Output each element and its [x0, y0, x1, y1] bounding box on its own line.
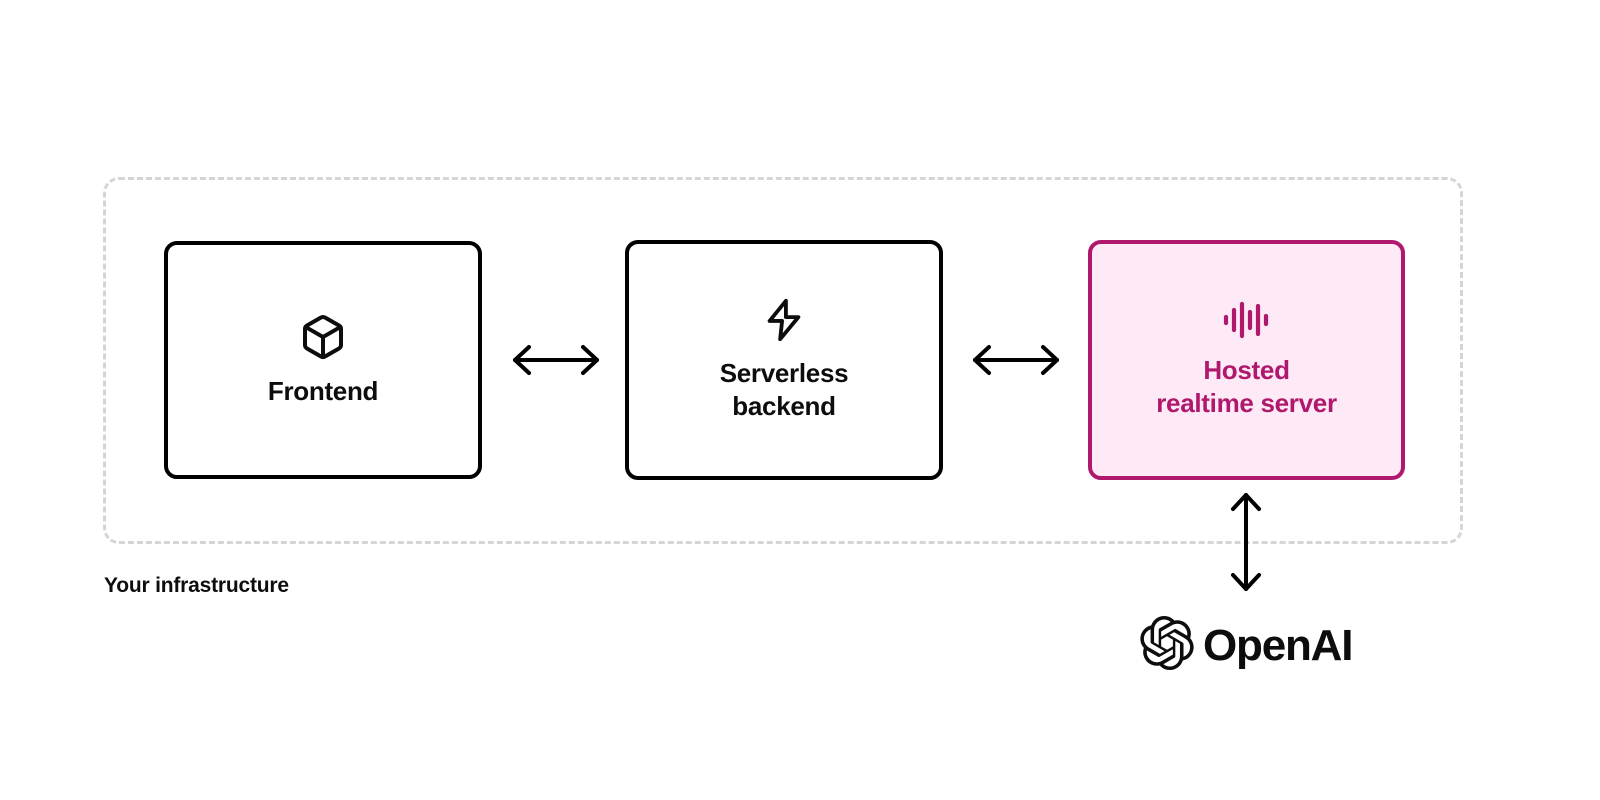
connector-hosted-openai-arrow — [1222, 488, 1270, 596]
zap-icon — [761, 297, 807, 343]
openai-blossom-icon — [1140, 616, 1194, 675]
infrastructure-boundary-label: Your infrastructure — [104, 574, 289, 597]
node-hosted-realtime-server-label: Hosted realtime server — [1156, 355, 1337, 418]
node-hosted-realtime-server[interactable]: Hosted realtime server — [1088, 240, 1405, 480]
openai-wordmark: OpenAI — [1203, 620, 1353, 670]
connector-backend-hosted-arrow — [968, 338, 1064, 382]
audio-waveform-icon — [1222, 300, 1272, 340]
node-serverless-backend-label: Serverless backend — [719, 358, 849, 421]
connector-frontend-backend-arrow — [508, 338, 604, 382]
openai-lockup: OpenAI — [1140, 616, 1353, 675]
node-frontend[interactable]: Frontend — [164, 241, 482, 479]
box-icon — [299, 313, 347, 361]
node-serverless-backend[interactable]: Serverless backend — [625, 240, 943, 480]
node-frontend-label: Frontend — [267, 375, 379, 406]
infrastructure-boundary — [103, 177, 1463, 544]
